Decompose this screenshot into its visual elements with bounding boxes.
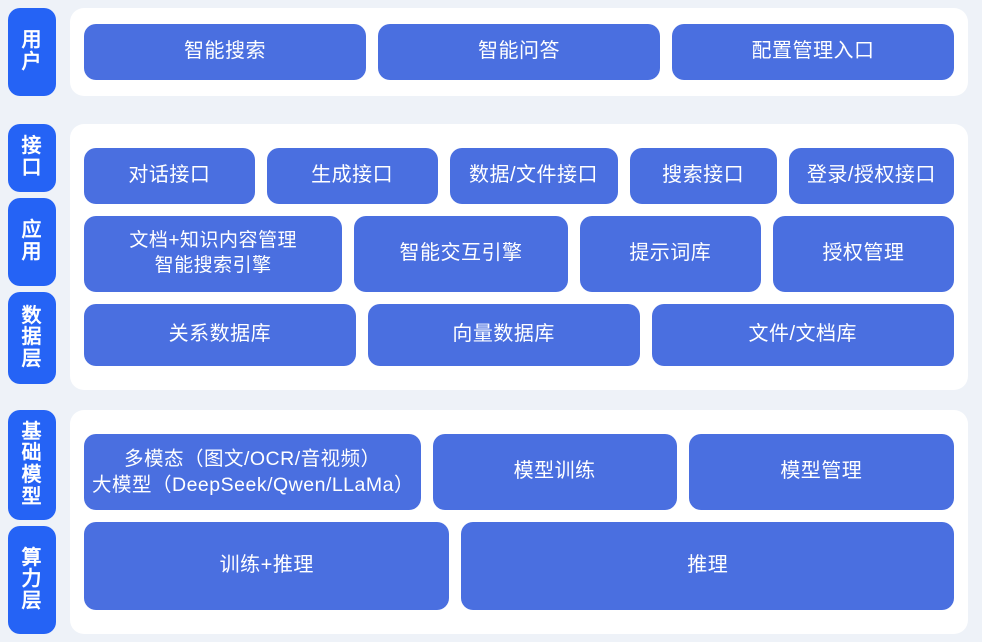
layer-tab-base-model-label: 基础模型 (21, 420, 43, 508)
node-prompt-library[interactable]: 提示词库 (579, 216, 761, 292)
node-model-management[interactable]: 模型管理 (688, 434, 954, 510)
layer-tab-interface-label: 接口 (21, 135, 43, 179)
node-inference[interactable]: 推理 (461, 522, 954, 610)
section-base-tab-column: 基础模型 算力层 (0, 410, 56, 634)
layer-tab-application[interactable]: 应用 (8, 198, 56, 286)
layer-tab-data[interactable]: 数据层 (8, 292, 56, 384)
layer-tab-compute[interactable]: 算力层 (8, 526, 56, 634)
row-models: 多模态（图文/OCR/音视频） 大模型（DeepSeek/Qwen/LLaMa）… (84, 434, 954, 510)
node-training-plus-inference[interactable]: 训练+推理 (84, 522, 450, 610)
node-multimodal-large-model[interactable]: 多模态（图文/OCR/音视频） 大模型（DeepSeek/Qwen/LLaMa） (84, 434, 421, 510)
node-vector-database[interactable]: 向量数据库 (367, 304, 640, 366)
node-smart-search[interactable]: 智能搜索 (84, 24, 366, 80)
node-doc-knowledge-management[interactable]: 文档+知识内容管理 智能搜索引擎 (84, 216, 343, 292)
layer-tab-compute-label: 算力层 (21, 546, 43, 612)
node-authorization-management[interactable]: 授权管理 (772, 216, 954, 292)
layer-tab-user-label: 用户 (21, 29, 43, 73)
layer-tab-user[interactable]: 用户 (8, 8, 56, 96)
node-data-file-interface[interactable]: 数据/文件接口 (449, 148, 618, 204)
layer-tab-base-model[interactable]: 基础模型 (8, 410, 56, 520)
node-file-document-store[interactable]: 文件/文档库 (651, 304, 954, 366)
node-generation-interface[interactable]: 生成接口 (266, 148, 438, 204)
node-relational-database[interactable]: 关系数据库 (84, 304, 356, 366)
section-base-panel: 多模态（图文/OCR/音视频） 大模型（DeepSeek/Qwen/LLaMa）… (70, 410, 968, 634)
section-base-model-compute: 基础模型 算力层 多模态（图文/OCR/音视频） 大模型（DeepSeek/Qw… (0, 410, 982, 634)
node-search-interface[interactable]: 搜索接口 (629, 148, 777, 204)
section-user-panel: 智能搜索 智能问答 配置管理入口 (70, 8, 968, 96)
node-model-training[interactable]: 模型训练 (432, 434, 677, 510)
layer-tab-data-label: 数据层 (21, 304, 43, 370)
node-smart-qa[interactable]: 智能问答 (378, 24, 660, 80)
row-applications: 文档+知识内容管理 智能搜索引擎 智能交互引擎 提示词库 授权管理 (84, 216, 954, 292)
section-user-tab-column: 用户 (0, 8, 56, 96)
layer-tab-application-label: 应用 (21, 219, 43, 263)
row-data-stores: 关系数据库 向量数据库 文件/文档库 (84, 304, 954, 366)
node-login-auth-interface[interactable]: 登录/授权接口 (788, 148, 954, 204)
row-compute: 训练+推理 推理 (84, 522, 954, 610)
section-user: 用户 智能搜索 智能问答 配置管理入口 (0, 8, 982, 104)
row-interfaces: 对话接口 生成接口 数据/文件接口 搜索接口 登录/授权接口 (84, 148, 954, 204)
node-smart-interaction-engine[interactable]: 智能交互引擎 (354, 216, 568, 292)
row-user: 智能搜索 智能问答 配置管理入口 (84, 24, 954, 80)
node-config-management-entry[interactable]: 配置管理入口 (672, 24, 954, 80)
section-middle-tab-column: 接口 应用 数据层 (0, 124, 56, 390)
node-dialog-interface[interactable]: 对话接口 (84, 148, 255, 204)
section-middle-panel: 对话接口 生成接口 数据/文件接口 搜索接口 登录/授权接口 文档+知识内容管理… (70, 124, 968, 390)
layer-tab-interface[interactable]: 接口 (8, 124, 56, 192)
section-interface-app-data: 接口 应用 数据层 对话接口 生成接口 数据/文件接口 搜索接口 登录/授权接口… (0, 124, 982, 390)
